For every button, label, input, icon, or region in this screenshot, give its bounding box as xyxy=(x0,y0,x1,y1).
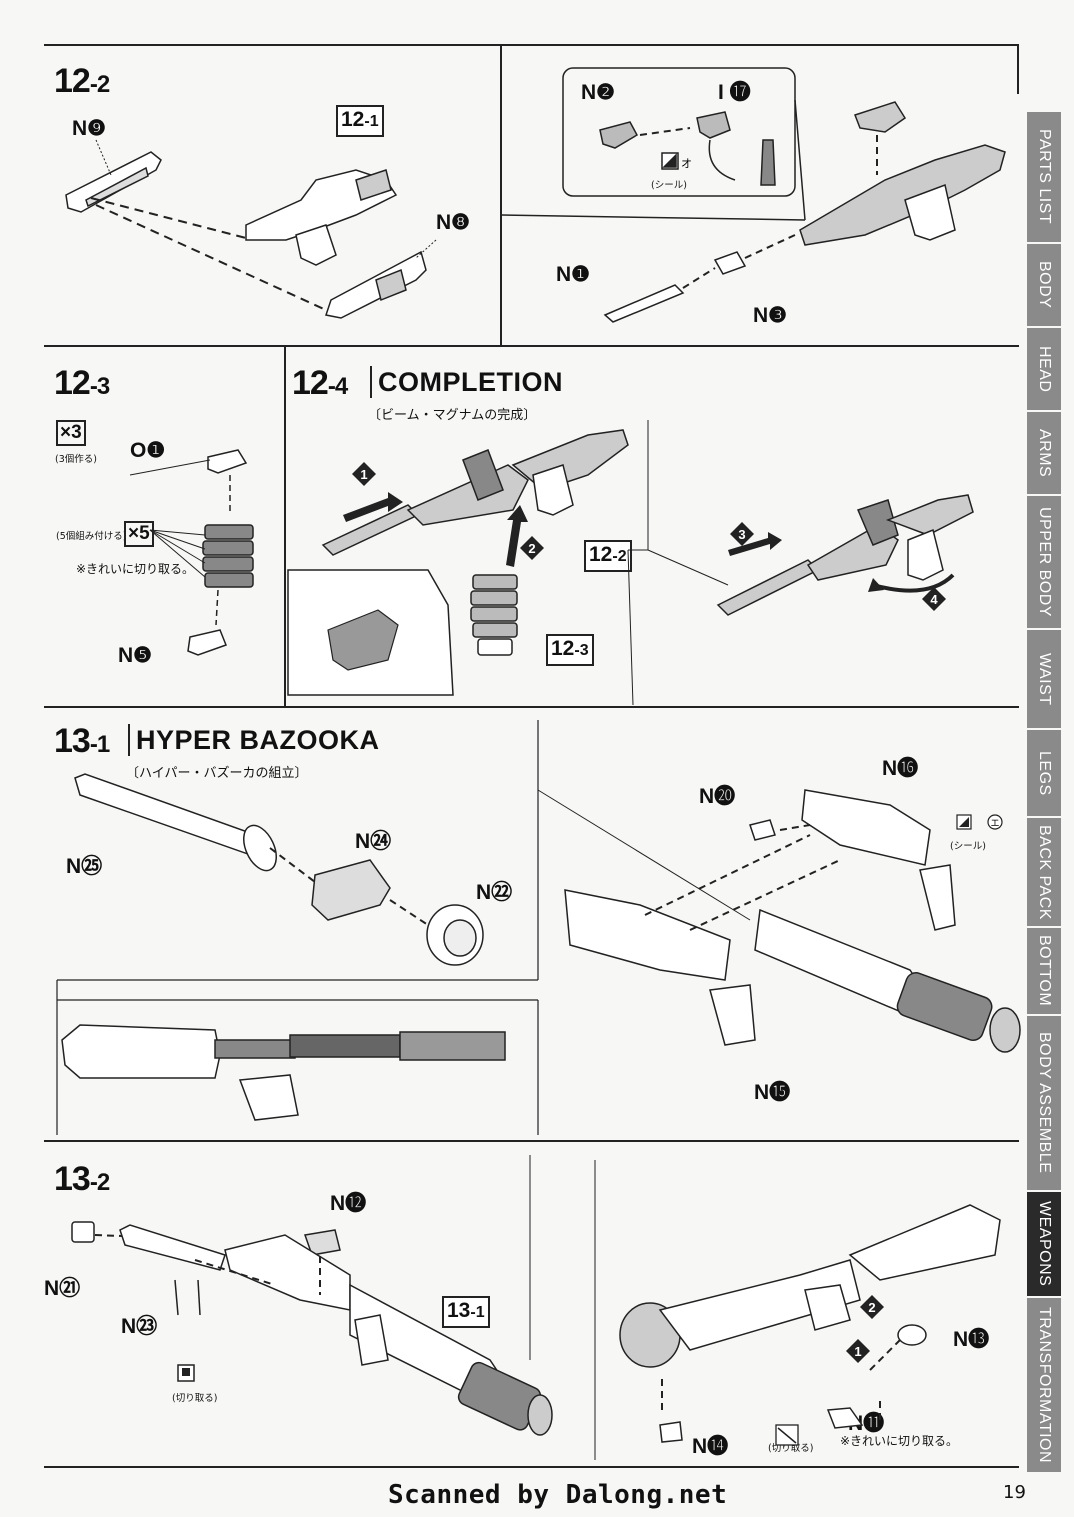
part-n9-label: N❾ xyxy=(72,117,106,140)
ref-tag-12-3: 12-3 xyxy=(546,634,594,666)
part-n1-label: N❶ xyxy=(556,263,590,286)
col-rule-a xyxy=(500,46,502,345)
svg-text:1: 1 xyxy=(854,1344,861,1359)
badge-13-2-step-1: 1 xyxy=(846,1339,870,1363)
sidebar-tab-back-pack[interactable]: BACK PACK xyxy=(1027,818,1061,928)
multiplier-x5-note: (5個組み付ける) xyxy=(56,531,127,542)
scan-credit: Scanned by Dalong.net xyxy=(388,1480,728,1510)
bottom-rule xyxy=(44,1466,1019,1468)
svg-text:4: 4 xyxy=(930,592,938,607)
step-completion-illustration: オ xyxy=(501,67,1006,323)
multiplier-x3-note: (3個作る) xyxy=(55,454,97,465)
part-n20-label: N⓴ xyxy=(699,785,736,808)
part-n23-label: N㉓ xyxy=(121,1315,158,1338)
cut-label-right: (切り取る) xyxy=(768,1443,814,1454)
part-n2-label: N❷ xyxy=(581,81,615,104)
part-n12-label: N⓬ xyxy=(330,1192,367,1215)
step-12-4-title: COMPLETION xyxy=(370,366,563,398)
multiplier-x5: ×5 xyxy=(124,521,154,547)
sidebar-tab-transformation[interactable]: TRANSFORMATION xyxy=(1027,1298,1061,1474)
sidebar-tab-head[interactable]: HEAD xyxy=(1027,328,1061,412)
step-12-4-illustration xyxy=(287,420,974,706)
part-n5-label: N❺ xyxy=(118,644,152,667)
step-12-2-number: 12-2 xyxy=(54,62,110,100)
svg-text:1: 1 xyxy=(360,467,367,482)
part-i17-label: I ⓱ xyxy=(718,81,751,104)
sidebar-tab-arms[interactable]: ARMS xyxy=(1027,412,1061,496)
part-n14-label: N⓮ xyxy=(692,1435,729,1458)
step-13-1-title: HYPER BAZOOKA xyxy=(128,724,380,756)
ref-tag-12-1: 12-1 xyxy=(336,105,384,137)
sidebar-tab-waist[interactable]: WAIST xyxy=(1027,630,1061,730)
part-n8-label: N❽ xyxy=(436,211,470,234)
page-number: 19 xyxy=(1003,1482,1026,1503)
step-12-4-jp-title: 〔ビーム・マグナムの完成〕 xyxy=(368,408,537,423)
badge-step-2: 2 xyxy=(520,536,544,560)
step-13-2-number: 13-2 xyxy=(54,1160,110,1198)
step-12-3-illustration xyxy=(129,449,254,656)
part-n15-label: N⓯ xyxy=(754,1081,791,1104)
svg-text:2: 2 xyxy=(868,1300,875,1315)
step-13-1-illustration: エ xyxy=(56,720,1021,1135)
inset-seal-label: (シール) xyxy=(651,180,687,191)
step-12-3-number: 12-3 xyxy=(54,364,110,402)
seal-mark-e: エ xyxy=(990,819,999,829)
svg-text:3: 3 xyxy=(738,527,745,542)
svg-text:2: 2 xyxy=(528,541,535,556)
cut-label-left: (切り取る) xyxy=(172,1393,218,1404)
step-13-1-seal-label: (シール) xyxy=(950,841,986,852)
ref-tag-13-1: 13-1 xyxy=(442,1296,490,1328)
part-o1-label: O❶ xyxy=(130,439,166,462)
part-n22-label: N㉒ xyxy=(476,881,513,904)
part-n13-label: N⓭ xyxy=(953,1328,990,1351)
row-rule-3 xyxy=(44,1140,1019,1142)
sidebar-tab-legs[interactable]: LEGS xyxy=(1027,730,1061,818)
sidebar-tab-body[interactable]: BODY xyxy=(1027,244,1061,328)
col-rule-b xyxy=(284,346,286,706)
part-n3-label: N❸ xyxy=(753,304,787,327)
sidebar-tab-bottom[interactable]: BOTTOM xyxy=(1027,928,1061,1016)
step-12-2-illustration xyxy=(65,139,437,319)
sidebar-tab-weapons[interactable]: WEAPONS xyxy=(1027,1192,1061,1298)
step-13-2-illustration xyxy=(71,1155,1001,1460)
part-n25-label: N㉕ xyxy=(66,855,103,878)
part-n16-label: N⓰ xyxy=(882,757,919,780)
badge-step-4: 4 xyxy=(922,587,946,611)
row-rule-1 xyxy=(44,345,1019,347)
ref-tag-12-2: 12-2 xyxy=(584,540,632,572)
step-13-2-cut-note: ※きれいに切り取る。 xyxy=(840,1434,959,1448)
badge-step-3: 3 xyxy=(730,522,754,546)
sidebar-tab-body-assemble[interactable]: BODY ASSEMBLE xyxy=(1027,1016,1061,1192)
sidebar-tab-upper-body[interactable]: UPPER BODY xyxy=(1027,496,1061,630)
step-12-3-cut-note: ※きれいに切り取る。 xyxy=(76,562,195,576)
badge-13-2-step-2: 2 xyxy=(860,1295,884,1319)
part-n21-label: N㉑ xyxy=(44,1277,81,1300)
right-rule-top xyxy=(1017,44,1019,94)
step-13-1-number: 13-1 xyxy=(54,722,110,760)
top-rule xyxy=(44,44,1019,46)
seal-mark-o: オ xyxy=(681,157,692,170)
sidebar-tab-parts-list[interactable]: PARTS LIST xyxy=(1027,112,1061,244)
multiplier-x3: ×3 xyxy=(56,420,86,446)
step-12-4-number: 12-4 xyxy=(292,364,348,402)
step-13-1-jp-title: 〔ハイパー・バズーカの組立〕 xyxy=(126,766,308,781)
badge-step-1: 1 xyxy=(352,462,376,486)
part-n24-label: N㉔ xyxy=(355,830,392,853)
row-rule-2 xyxy=(44,706,1019,708)
